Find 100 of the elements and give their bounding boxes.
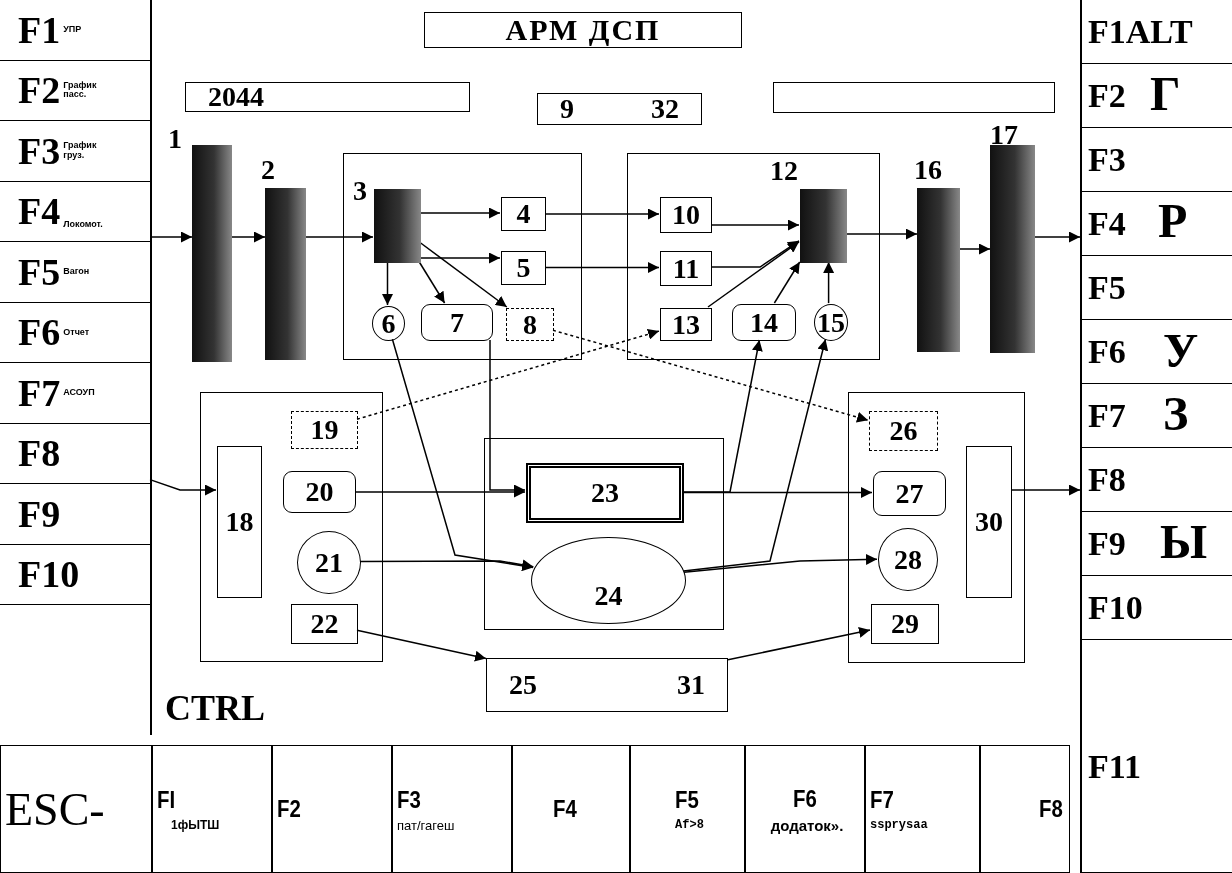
function-key-cell [1080,384,1232,448]
letter: Ы [1160,518,1208,566]
key-label: F1 [1088,14,1126,49]
key-label: F7 [18,373,61,412]
key-caption: Вагон [63,267,91,277]
rounded-box [283,471,356,513]
function-key-cell [1080,256,1232,320]
key-caption: 1фЫТШ [170,818,221,832]
node-number: 22 [310,610,339,638]
key-label: F6 [793,784,817,813]
key-label: ESC- [5,782,106,836]
node-number: 10 [672,201,700,229]
key-label: F2 [18,71,61,110]
arrow [959,243,991,255]
function-key-cell [512,745,630,873]
key-label: F8 [1039,795,1063,823]
arrow [710,240,800,268]
arrow [1010,484,1081,496]
function-key-cell [1080,320,1232,384]
arrow [773,261,801,304]
field-value: 32 [651,95,679,123]
node-number: 21 [315,548,343,577]
function-key-cell [1080,512,1232,576]
node-number: 23 [591,479,619,507]
function-key-cell [1080,640,1232,873]
letter: Г [1150,70,1181,118]
key-label: F8 [18,434,61,473]
node-number: 8 [523,310,537,339]
node-number: 12 [770,157,798,185]
letter: У [1163,327,1199,375]
node-number: 26 [889,417,918,445]
key-label: F6 [1088,334,1126,369]
arrow [1034,231,1081,243]
function-key-cell [0,745,152,873]
node-number: 17 [990,121,1018,149]
key-label: F4 [553,795,578,823]
key-label: F4 [18,192,61,231]
process-box [966,446,1012,598]
key-label: F10 [18,555,80,594]
field-value: 31 [677,671,705,699]
key-caption: График груз. [63,141,98,161]
function-key-cell [1080,192,1232,256]
key-label: F2 [1088,78,1126,113]
group-frame [200,392,383,662]
function-key-cell [980,745,1070,873]
node-number: 15 [817,308,845,337]
key-label: F1 [18,10,61,49]
node-number: 5 [516,254,531,282]
node-number: 16 [914,156,942,184]
key-caption: Локомот. [63,219,104,229]
key-label: F5 [675,786,700,814]
dashed-box [291,411,358,449]
arrow [683,553,878,573]
process-box [291,604,358,644]
process-box [501,251,546,285]
arrow [149,231,193,243]
arrow [823,261,835,304]
group-frame [848,392,1025,663]
function-key-cell [392,745,512,873]
arrow [544,208,660,220]
arrow [356,328,660,420]
highlighted-box [526,463,684,523]
process-box [217,446,262,598]
process-box [660,251,712,286]
group-frame [627,153,880,360]
node-number: 24 [594,581,623,610]
arrow [682,338,829,572]
letter: З [1163,390,1189,438]
node-number: 27 [895,479,924,508]
node-number: 30 [975,508,1003,536]
arrow [552,329,869,423]
function-key-cell [272,745,392,873]
arrow [707,241,800,308]
arrow [231,231,266,243]
arrow [382,261,393,306]
node-number: 4 [516,200,531,228]
display-field [537,93,702,125]
arrow [682,339,763,493]
display-field [486,658,728,712]
arrow [418,261,446,304]
node-number: 19 [310,416,339,444]
function-key-cell [1080,64,1232,128]
process-box [871,604,939,644]
dashed-box [506,308,554,341]
modifier-label: ALT [1125,14,1193,49]
rounded-box [732,304,796,341]
node-number: 6 [381,309,396,338]
group-frame [484,438,724,630]
key-label: F10 [1088,590,1143,625]
arrow [544,262,660,273]
key-label: F7 [1088,398,1126,433]
key-label: F9 [1088,526,1126,561]
key-label: F9 [18,494,61,533]
mode-label: CTRL [165,690,266,726]
arrow [727,626,871,661]
key-label: F4 [1088,206,1126,241]
function-key-cell [745,745,865,873]
field-value: 25 [509,671,537,699]
display-field [773,82,1055,113]
key-caption: Отчет [63,327,91,337]
